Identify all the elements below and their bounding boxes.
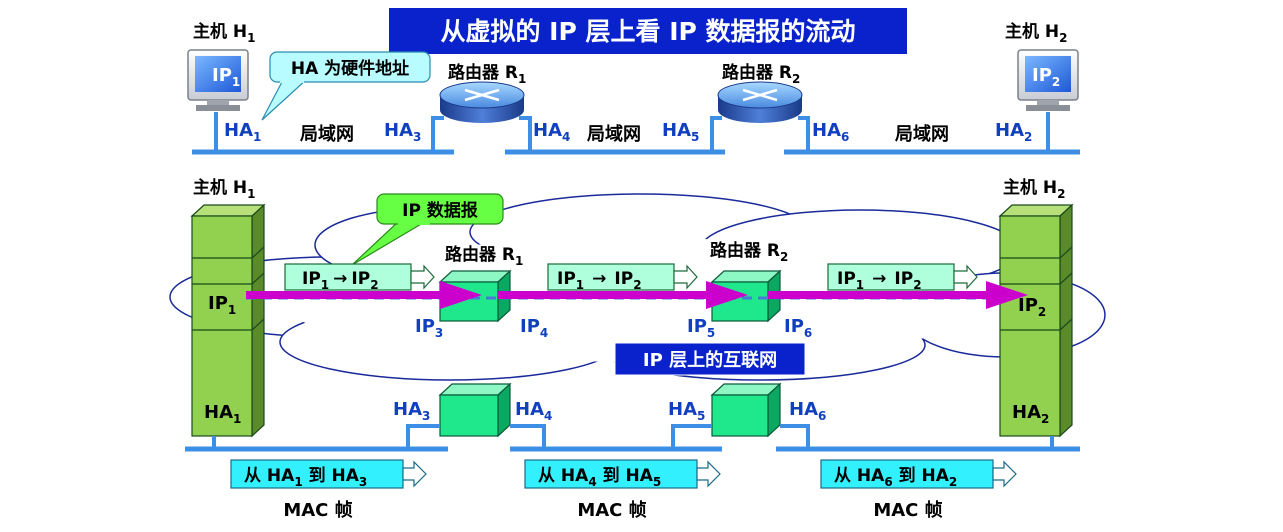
svg-text:IP1→IP2: IP1→IP2 [557, 269, 642, 292]
router2-cube-lower [710, 382, 782, 438]
host1-ha-label: HA1 [204, 402, 241, 426]
title-banner: 从虚拟的 IP 层上看 IP 数据报的流动 [387, 6, 909, 56]
top-lan-lines [192, 112, 1080, 155]
packet-2: IP1→IP2 [547, 263, 698, 292]
svg-text:IP1→IP2: IP1→IP2 [837, 269, 922, 292]
svg-text:从 HA6 到 HA2: 从 HA6 到 HA2 [834, 466, 957, 489]
mac-frame-2: 从 HA4 到 HA5 [524, 459, 721, 489]
mac-label-2: MAC 帧 [577, 499, 646, 521]
bottom-ha-labels: HA3 HA4 HA5 HA6 [393, 399, 826, 423]
mac-frame-3: 从 HA6 到 HA2 [820, 459, 1017, 489]
bottom-ha6-label: HA6 [789, 399, 826, 423]
hardware-address-callout: HA 为硬件地址 [261, 51, 431, 121]
ip3-label: IP3 [415, 316, 443, 340]
top-host1-label: 主机 H1 [193, 21, 256, 45]
lan-label-1: 局域网 [300, 123, 354, 145]
ip-interface-labels: IP3 IP4 IP5 IP6 [415, 316, 812, 340]
svg-text:IP2: IP2 [1032, 65, 1060, 89]
lan-label-3: 局域网 [895, 123, 949, 145]
ip4-label: IP4 [520, 316, 548, 340]
bottom-ha5-label: HA5 [668, 399, 705, 423]
top-router1-icon [439, 81, 525, 123]
top-ha-labels: HA1 HA3 HA4 HA5 HA6 HA2 [224, 120, 1032, 144]
top-ha3-label: HA3 [384, 120, 421, 144]
mac-frame-1: 从 HA1 到 HA3 [230, 459, 427, 489]
host2-ip-label: IP2 [1018, 295, 1046, 319]
mac-label-1: MAC 帧 [283, 499, 352, 521]
host1-ip-label: IP1 [208, 293, 236, 317]
router1-cube-lower [438, 382, 512, 438]
packet-1: IP1→IP2 [284, 263, 435, 292]
top-ha4-label: HA4 [533, 120, 570, 144]
host2-protocol-stack [998, 203, 1074, 438]
svg-text:IP 层上的互联网: IP 层上的互联网 [643, 349, 777, 371]
magenta-flow-arrows [246, 281, 1028, 309]
top-host2-computer-icon: IP2 [1017, 49, 1079, 111]
bottom-ha3-label: HA3 [393, 399, 430, 423]
top-ha6-label: HA6 [812, 120, 849, 144]
top-host1-computer-icon: IP1 [187, 49, 249, 111]
bottom-host1-label: 主机 H1 [193, 177, 256, 201]
bottom-lan-lines [185, 424, 1080, 452]
top-lan-labels: 局域网 局域网 局域网 [300, 123, 949, 145]
ip-datagram-callout: IP 数据报 [351, 193, 504, 266]
packet-3: IP1→IP2 [827, 263, 978, 292]
bottom-ha4-label: HA4 [515, 399, 552, 423]
top-router2-icon [717, 81, 803, 123]
top-router1-label: 路由器 R1 [448, 62, 526, 86]
ip5-label: IP5 [687, 316, 715, 340]
svg-text:IP1: IP1 [212, 65, 240, 89]
top-ha2-label: HA2 [995, 120, 1032, 144]
bottom-router1-label: 路由器 R1 [445, 244, 523, 268]
host2-ha-label: HA2 [1012, 402, 1049, 426]
top-ha1-label: HA1 [224, 120, 261, 144]
ip-internet-label: IP 层上的互联网 [614, 342, 806, 376]
host1-protocol-stack [190, 203, 266, 438]
mac-frame-labels: MAC 帧 MAC 帧 MAC 帧 [283, 499, 942, 521]
bottom-router2-label: 路由器 R2 [710, 240, 788, 264]
top-router2-label: 路由器 R2 [722, 62, 800, 86]
mac-label-3: MAC 帧 [873, 499, 942, 521]
svg-text:从 HA1 到 HA3: 从 HA1 到 HA3 [244, 466, 367, 489]
svg-text:HA 为硬件地址: HA 为硬件地址 [291, 58, 409, 79]
title-text: 从虚拟的 IP 层上看 IP 数据报的流动 [440, 17, 855, 46]
svg-text:从 HA4 到 HA5: 从 HA4 到 HA5 [538, 466, 661, 489]
top-host2-label: 主机 H2 [1005, 21, 1068, 45]
top-ha5-label: HA5 [662, 120, 699, 144]
ip6-label: IP6 [784, 316, 812, 340]
lan-label-2: 局域网 [587, 123, 641, 145]
router2-cube-upper [710, 269, 782, 323]
svg-text:IP1→IP2: IP1→IP2 [302, 269, 379, 292]
bottom-host2-label: 主机 H2 [1003, 177, 1066, 201]
svg-text:IP 数据报: IP 数据报 [402, 200, 478, 221]
